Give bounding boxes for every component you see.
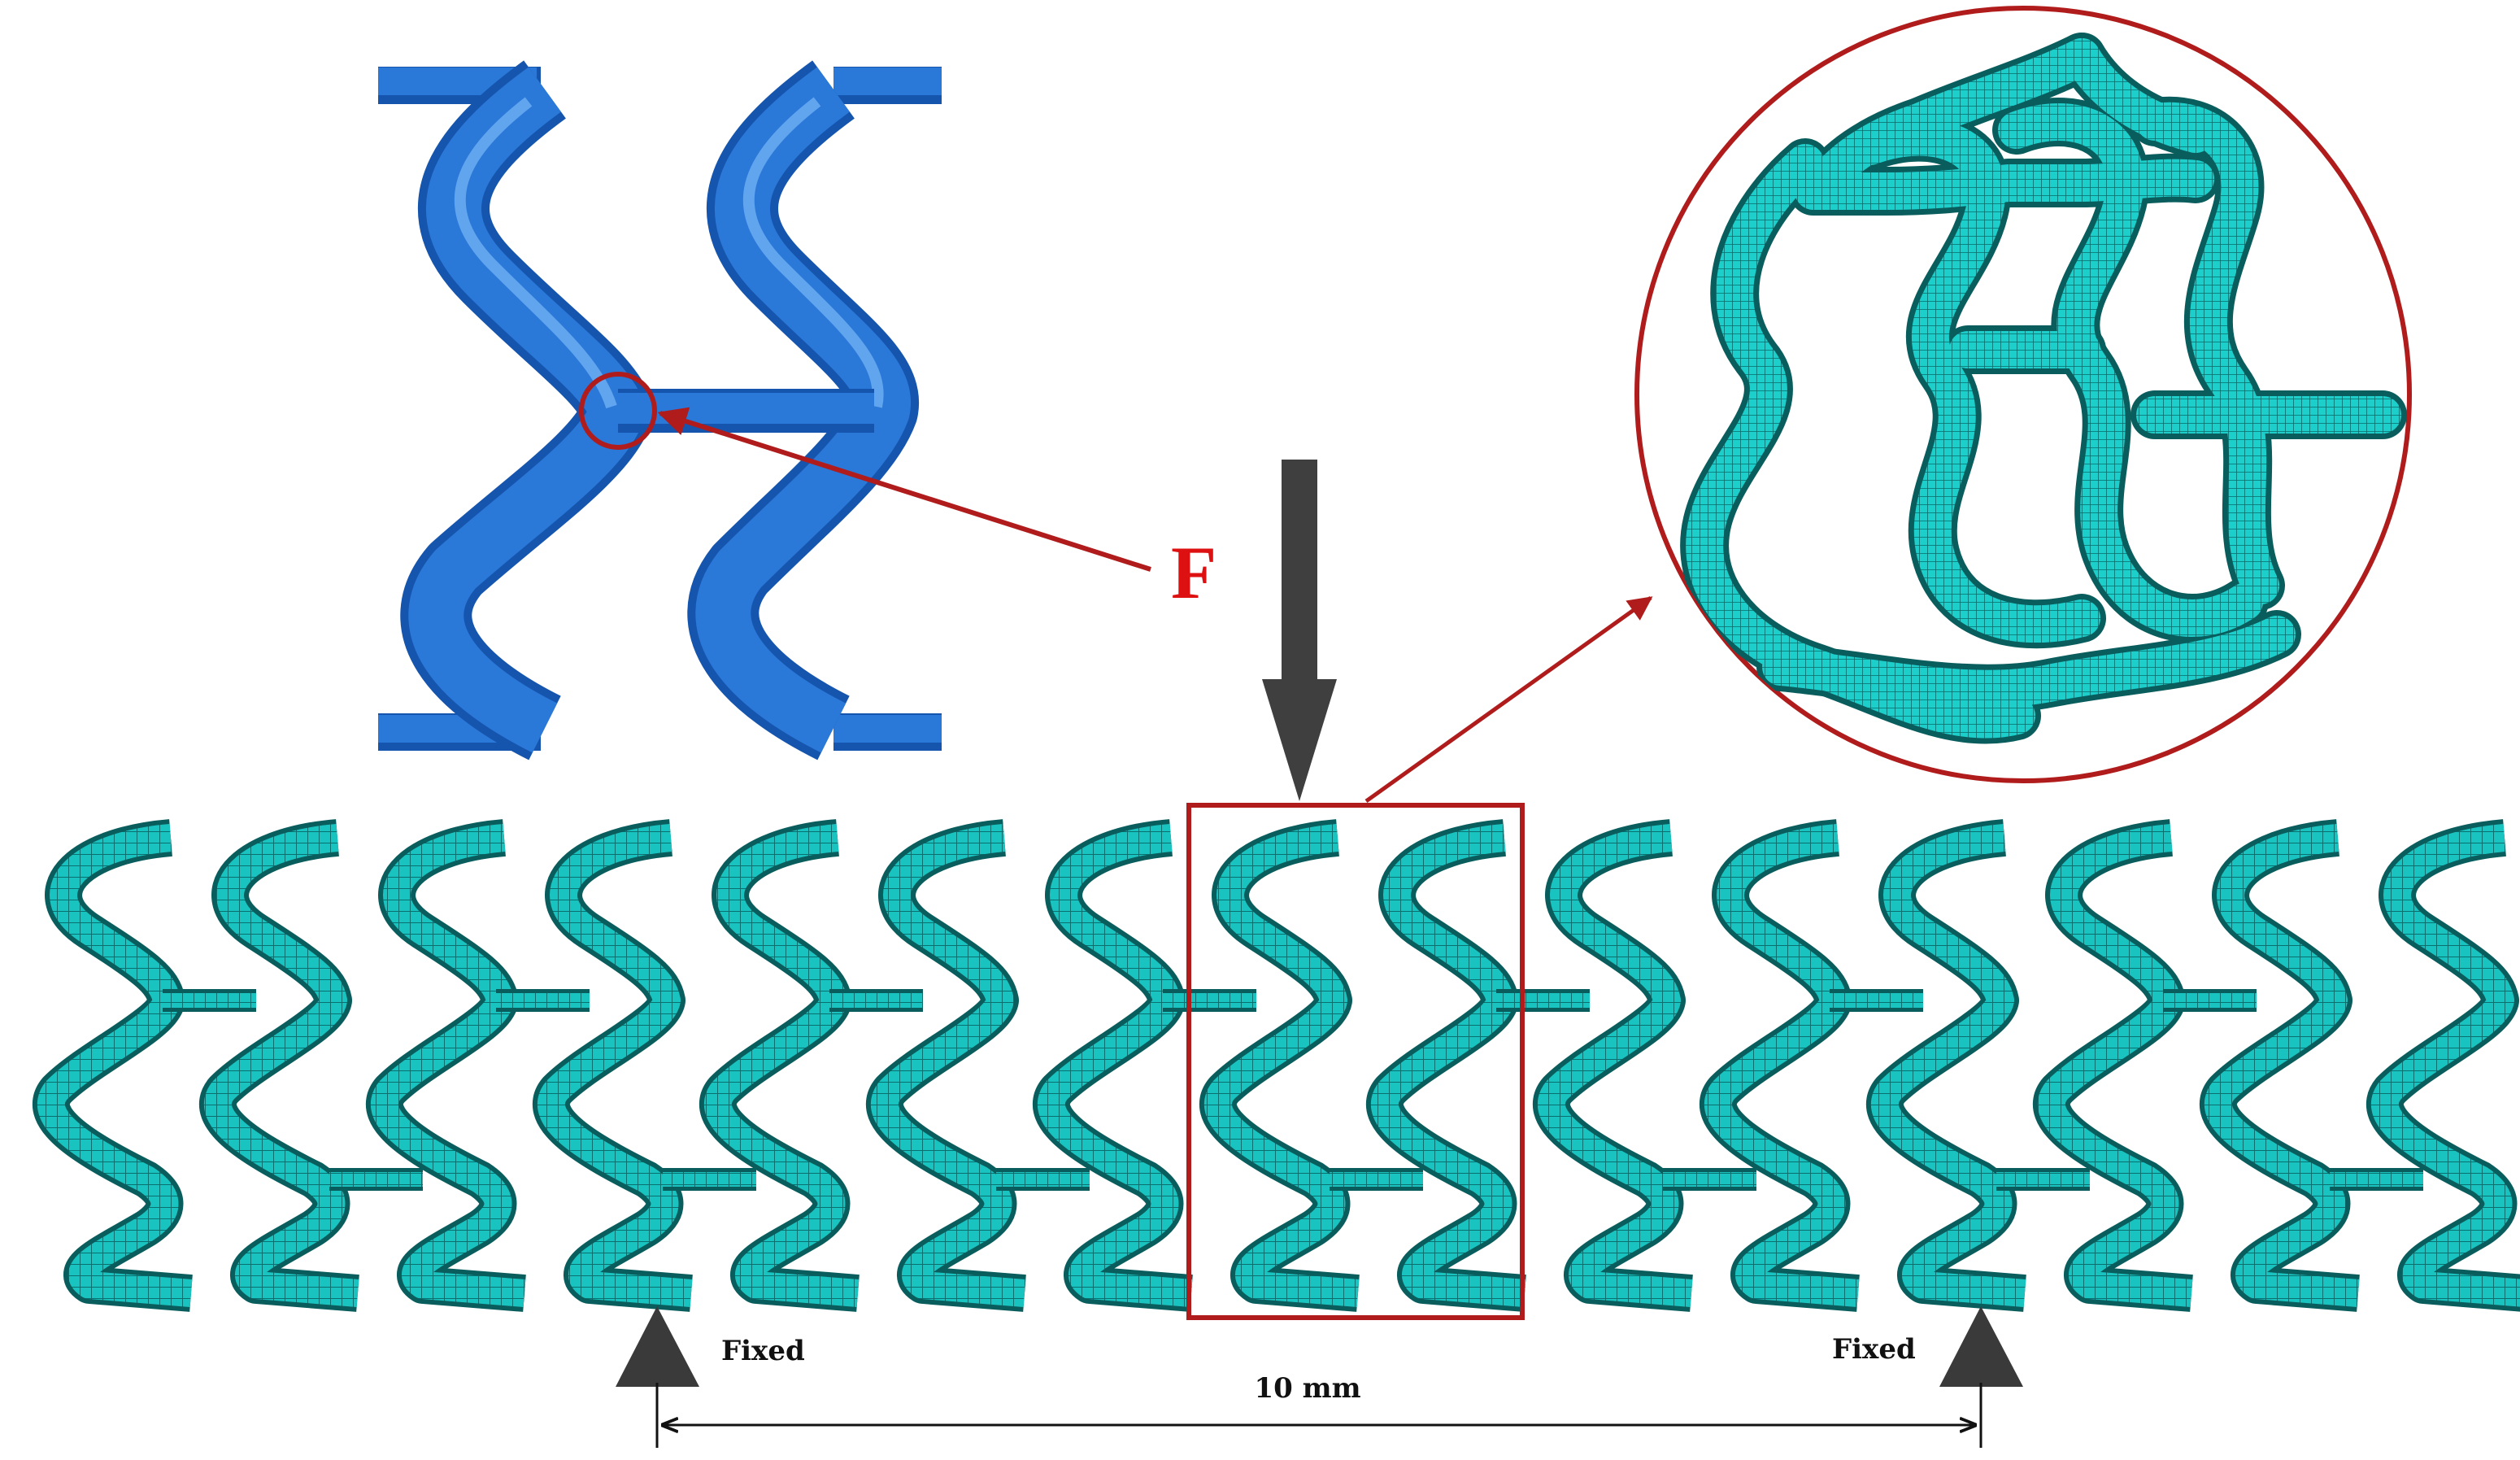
- loaded-region-box: [1186, 803, 1525, 1320]
- stent-strut: [533, 819, 693, 1312]
- zoom-detail-circle: [1634, 6, 2412, 783]
- stent-strut: [1366, 819, 1526, 1312]
- junction-callout-circle: [579, 372, 657, 450]
- stent-strut: [1199, 819, 1360, 1312]
- stent-strut: [366, 819, 526, 1312]
- stent-strut: [199, 819, 359, 1312]
- stent-strut: [1700, 819, 1860, 1312]
- triangle-support-icon: [1939, 1306, 2023, 1387]
- down-arrow-icon: [1262, 460, 1337, 801]
- stent-strut: [699, 819, 860, 1312]
- solid-stent-cell: [378, 60, 942, 761]
- stent-strut: [1866, 819, 2026, 1312]
- force-pointer-line: [657, 407, 1151, 572]
- stent-strut: [2366, 819, 2520, 1312]
- stent-strut: [2200, 819, 2360, 1312]
- stent-strut: [2033, 819, 2193, 1312]
- meshed-stent: [33, 819, 2520, 1312]
- fixed-label-right: Fixed: [1832, 1333, 1916, 1366]
- fixed-label-left: Fixed: [721, 1335, 805, 1367]
- stent-strut: [1033, 819, 1193, 1312]
- span-label: 10 mm: [1254, 1372, 1360, 1405]
- stent-strut: [33, 819, 193, 1312]
- stent-strut: [1533, 819, 1693, 1312]
- triangle-support-icon: [616, 1306, 699, 1387]
- zoom-pointer-line: [1364, 595, 1653, 804]
- force-label: F: [1171, 531, 1216, 614]
- stent-strut: [866, 819, 1026, 1312]
- span-dimension: [655, 1383, 1982, 1448]
